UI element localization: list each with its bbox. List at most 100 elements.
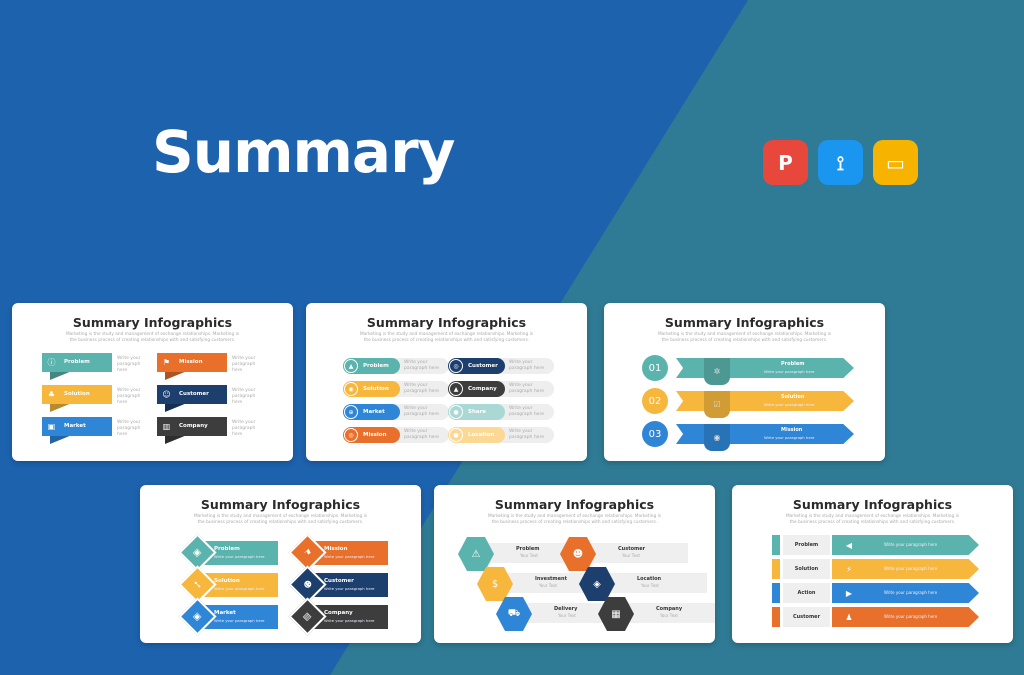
hex-label: Delivery: [554, 606, 578, 612]
band-label: Customer: [324, 578, 354, 584]
tag-label: Solution: [64, 391, 90, 397]
hex-text: Your Text: [520, 553, 538, 558]
color-bar: [772, 535, 780, 555]
hex-text-bg: [507, 573, 605, 593]
slide-subtitle: Marketing is the study and management of…: [785, 514, 960, 525]
row-description: Write your paragraph here: [884, 566, 938, 571]
customer-icon: ◎: [449, 359, 463, 373]
tag-description: Write your paragraph here: [232, 356, 256, 373]
row-label: Customer: [792, 614, 821, 620]
pill-description: Write your paragraph here: [404, 383, 439, 394]
mission-icon: ⚑: [162, 358, 171, 367]
hero-title: Summary: [152, 118, 455, 186]
pill-mission: ◎Mission: [343, 427, 400, 443]
tag-tail: [50, 435, 72, 444]
band-label: Solution: [214, 578, 240, 584]
problem-icon: ▲: [344, 359, 358, 373]
pill-label: Market: [363, 409, 385, 415]
problem-icon: ⓘ: [47, 358, 56, 367]
tag-tail: [165, 371, 187, 380]
color-bar: [772, 607, 780, 627]
step-label: Problem: [781, 361, 805, 367]
pill-share: ●Share: [448, 404, 505, 420]
tag-description: Write your paragraph here: [117, 388, 141, 405]
pill-company: ▲Company: [448, 381, 505, 397]
pill-bg: [383, 358, 449, 374]
hex-label: Problem: [516, 546, 540, 552]
pill-description: Write your paragraph here: [404, 360, 439, 371]
step-description: Write your paragraph here: [764, 369, 815, 374]
hex-label: Investment: [535, 576, 567, 582]
customer-icon: ♟: [845, 612, 853, 622]
slide-title: Summary Infographics: [494, 497, 655, 512]
pill-description: Write your paragraph here: [509, 383, 544, 394]
slide-title: Summary Infographics: [72, 315, 233, 330]
color-bar: [772, 583, 780, 603]
tag-tail: [165, 403, 187, 412]
powerpoint-icon[interactable]: P: [763, 140, 808, 185]
slide-subtitle: Marketing is the study and management of…: [487, 514, 662, 525]
tag-market: ▣Market: [42, 417, 112, 436]
hex-text: Your Text: [539, 583, 557, 588]
pill-label: Share: [468, 409, 487, 415]
tag-solution: ♣ Solution: [42, 385, 112, 404]
market-icon: ▣: [47, 422, 56, 431]
slide-subtitle: Marketing is the study and management of…: [359, 332, 534, 343]
tag-company: ▥Company: [157, 417, 227, 436]
band-description: Write your paragraph here: [324, 586, 375, 591]
solution-icon: ♣: [47, 390, 56, 399]
pill-bg: [488, 404, 554, 420]
hex-text-bg: [526, 603, 624, 623]
pill-bg: [383, 427, 449, 443]
band-label: Mission: [324, 546, 348, 552]
tag-label: Customer: [179, 391, 209, 397]
pill-bg: [383, 404, 449, 420]
pill-problem: ▲ Problem: [343, 358, 400, 374]
pill-label: Mission: [363, 432, 387, 438]
pill-label: Customer: [468, 363, 498, 369]
pill-description: Write your paragraph here: [404, 406, 439, 417]
solution-icon: ◉: [344, 382, 358, 396]
tag-mission: ⚑Mission: [157, 353, 227, 372]
row-description: Write your paragraph here: [884, 614, 938, 619]
band-description: Write your paragraph here: [324, 618, 375, 623]
problem-icon: ⚠: [458, 537, 494, 571]
step-label: Mission: [781, 427, 803, 433]
pill-bg: [488, 381, 554, 397]
hex-text: Your Text: [660, 613, 678, 618]
pill-description: Write your paragraph here: [509, 429, 544, 440]
slide-subtitle: Marketing is the study and management of…: [65, 332, 240, 343]
app-icons: P⟟▭: [763, 140, 918, 185]
pill-solution: ◉Solution: [343, 381, 400, 397]
row-label: Problem: [794, 542, 819, 548]
row-arrow-solution: ⚡Write your paragraph here: [832, 559, 979, 579]
label-bg: [783, 583, 830, 603]
customer-icon: ☺: [162, 390, 171, 399]
hex-text: Your Text: [622, 553, 640, 558]
row-label: Solution: [794, 566, 819, 572]
pill-description: Write your paragraph here: [509, 360, 544, 371]
tag-customer: ☺ Customer: [157, 385, 227, 404]
tag-tail: [50, 371, 72, 380]
band-description: Write your paragraph here: [214, 586, 265, 591]
pill-bg: [383, 381, 449, 397]
keynote-icon[interactable]: ⟟: [818, 140, 863, 185]
location-icon: ●: [449, 428, 463, 442]
location-icon: ◈: [579, 567, 615, 601]
tag-description: Write your paragraph here: [117, 356, 141, 373]
pill-label: Problem: [363, 363, 389, 369]
row-arrow-problem: ◀Write your paragraph here: [832, 535, 979, 555]
label-bg: [783, 535, 830, 555]
pill-label: Location: [468, 432, 495, 438]
google-slides-icon[interactable]: ▭: [873, 140, 918, 185]
